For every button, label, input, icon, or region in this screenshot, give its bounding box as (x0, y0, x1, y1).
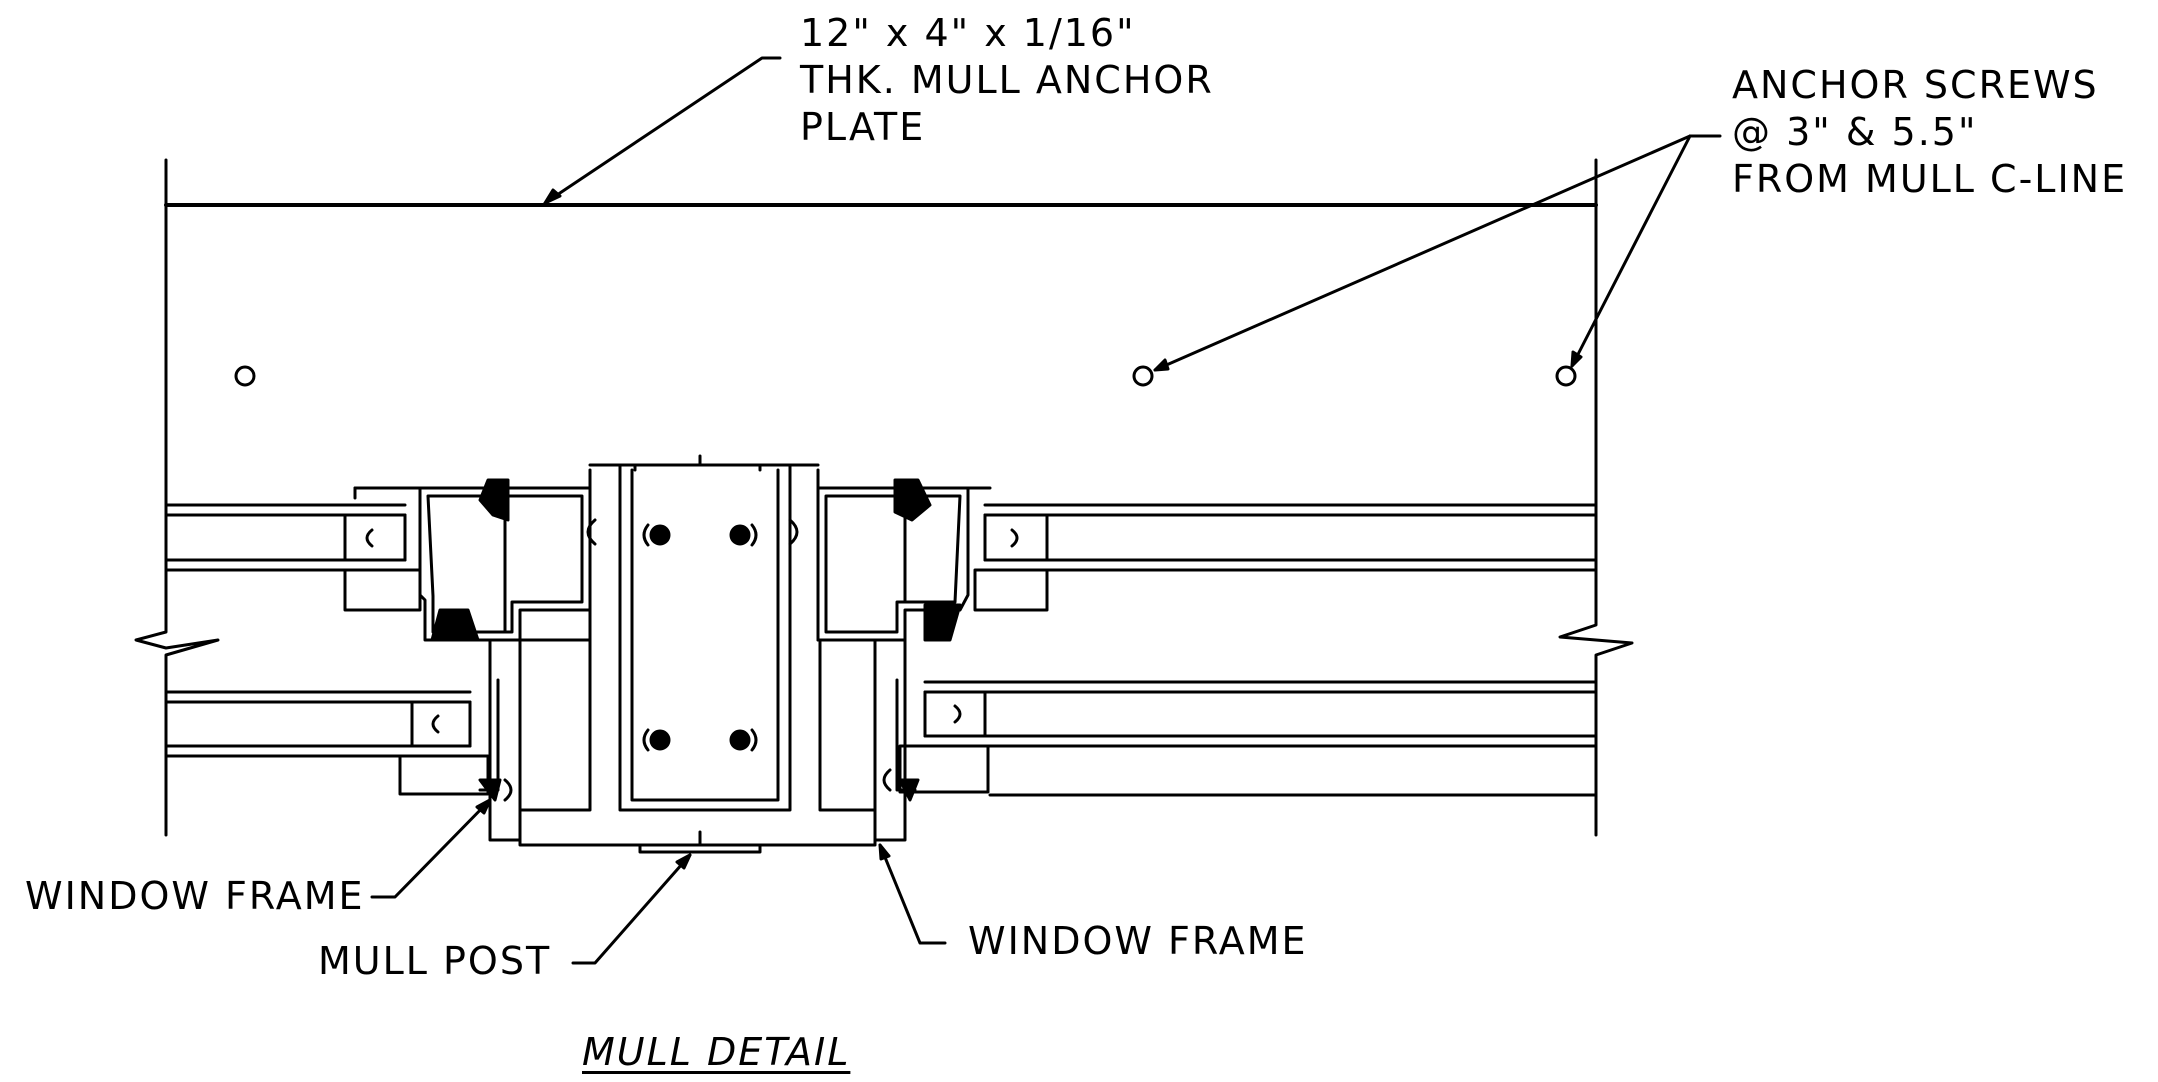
leader-window-frame-left (370, 798, 492, 899)
anchor-plate-callout: 12" x 4" x 1/16" THK. MULL ANCHOR PLATE (800, 10, 1214, 151)
glazing-right (898, 503, 1598, 797)
anchor-plate-callout-line1: 12" x 4" x 1/16" (800, 11, 1136, 55)
leader-anchor-plate (543, 56, 782, 205)
window-frame-left-label: WINDOW FRAME (25, 874, 365, 918)
glazing-left (164, 503, 490, 796)
leader-lines (370, 56, 1722, 965)
drawing-title: MULL DETAIL (582, 1030, 851, 1074)
anchor-screw-left (234, 365, 256, 387)
break-symbol-left (134, 613, 220, 672)
anchor-screws-callout-line2: @ 3" & 5.5" (1732, 110, 1978, 154)
anchor-screws (234, 365, 1577, 387)
mull-post-label: MULL POST (318, 939, 552, 983)
anchor-plate-callout-line3: PLATE (800, 105, 926, 149)
break-symbol-right (1558, 613, 1634, 672)
anchor-plate (164, 158, 1598, 837)
leader-anchor-screw-2 (1570, 134, 1692, 368)
window-frame-left-profile (353, 478, 597, 842)
anchor-screws-callout: ANCHOR SCREWS @ 3" & 5.5" FROM MULL C-LI… (1732, 62, 2127, 203)
leader-window-frame-right (878, 843, 947, 945)
anchor-plate-callout-line2: THK. MULL ANCHOR (800, 58, 1214, 102)
window-frame-right-profile (788, 478, 992, 842)
leader-anchor-screw-1 (1153, 134, 1722, 372)
window-frame-right-label: WINDOW FRAME (968, 919, 1308, 963)
anchor-screw-middle (1132, 365, 1154, 387)
leader-mull-post (571, 853, 692, 965)
anchor-screws-callout-line3: FROM MULL C-LINE (1732, 157, 2128, 201)
anchor-screw-right (1555, 365, 1577, 387)
mull-post (518, 454, 877, 854)
anchor-screws-callout-line1: ANCHOR SCREWS (1732, 63, 2099, 107)
